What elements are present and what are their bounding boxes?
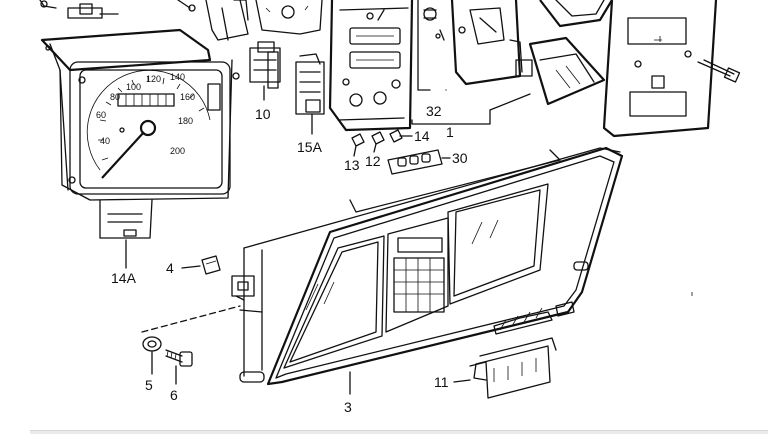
page-bottom-divider — [30, 430, 768, 434]
dial-number: 140 — [170, 72, 185, 82]
callout-13: 13 — [344, 157, 360, 173]
leader-12 — [373, 143, 377, 153]
instrument-cluster-housing — [231, 147, 621, 377]
callout-30: 30 — [452, 150, 468, 166]
printed-circuit-board — [328, 0, 414, 132]
callout-12: 12 — [365, 153, 381, 169]
dial-number: 60 — [96, 110, 106, 120]
cluster-mounting-pins — [239, 261, 589, 383]
connector-15a — [295, 53, 325, 115]
leader-11 — [453, 379, 471, 383]
dial-number: 200 — [170, 146, 185, 156]
dial-number: 180 — [178, 116, 193, 126]
screw-top-center — [177, 0, 196, 12]
dial-number: 80 — [110, 92, 120, 102]
bulb-holder-top-left — [67, 3, 119, 19]
leader-4 — [181, 265, 201, 269]
speedometer-needle — [101, 119, 157, 179]
callout-15a: 15A — [297, 139, 323, 155]
cluster-lens-frame — [266, 146, 624, 386]
callout-14a: 14A — [111, 270, 137, 286]
bracket-32 — [417, 0, 431, 91]
screw-top-left — [39, 0, 57, 9]
back-cover-plate — [602, 0, 718, 138]
gauge-assembly — [423, 0, 523, 86]
screw-right — [697, 59, 741, 83]
callout-11: 11 — [434, 374, 449, 390]
connector-10 — [249, 41, 281, 89]
upper-housing — [515, 0, 613, 106]
clip-4 — [201, 255, 221, 275]
speedometer-housing — [40, 28, 240, 239]
callout-4: 4 — [166, 260, 174, 276]
retaining-clip-11 — [469, 337, 557, 399]
dial-number: 100 — [126, 82, 141, 92]
callout-5: 5 — [145, 377, 153, 393]
screw-6 — [165, 349, 193, 367]
odometer-window — [117, 93, 175, 107]
assembly-line — [141, 305, 241, 333]
switch-block-30 — [387, 149, 443, 175]
callout-32: 32 — [426, 103, 442, 119]
trip-reset-knob — [207, 83, 221, 111]
speedometer-dial: 40 60 80 100 120 140 160 180 200 — [86, 69, 221, 179]
leader-13 — [353, 145, 357, 157]
tachometer-gauge — [255, 0, 323, 35]
dial-ticks — [98, 76, 205, 161]
callout-6: 6 — [170, 387, 178, 403]
dial-number: 160 — [180, 92, 195, 102]
callout-10: 10 — [255, 106, 271, 122]
callout-14: 14 — [414, 128, 430, 144]
dial-number: 120 — [146, 74, 161, 84]
callout-3: 3 — [344, 399, 352, 415]
warning-light-panel — [393, 237, 445, 313]
washer-5 — [142, 336, 162, 352]
callout-1: 1 — [446, 124, 454, 140]
dial-number: 40 — [100, 136, 110, 146]
bracket-1 — [411, 93, 531, 125]
mounting-bracket — [205, 0, 249, 41]
bulb-sockets — [351, 129, 413, 147]
